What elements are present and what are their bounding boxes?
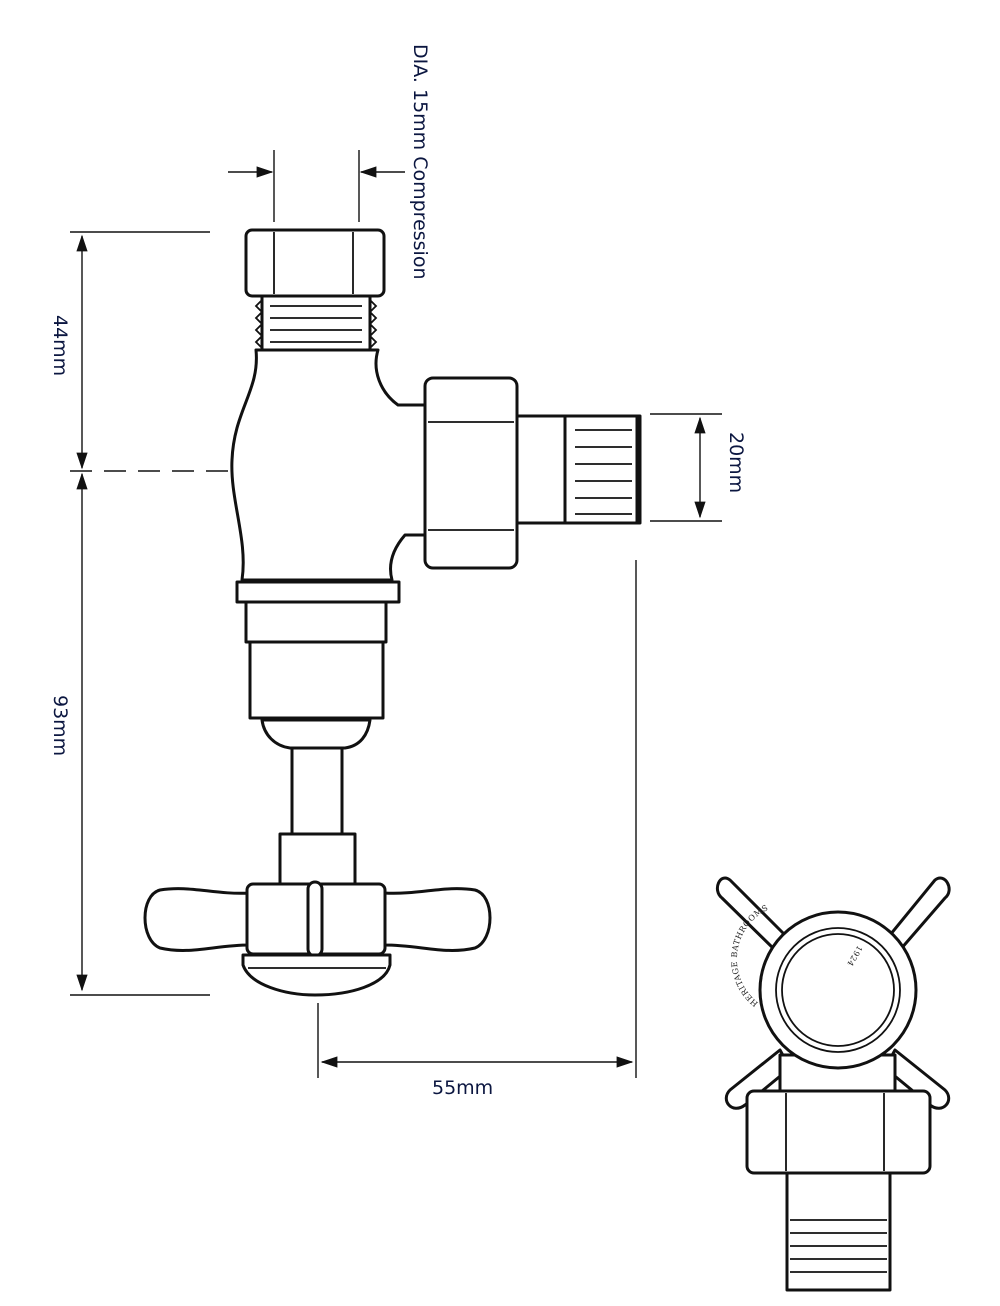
dia-label: DIA. 15mm Compression bbox=[409, 44, 431, 280]
depth-dimension: 55mm bbox=[317, 560, 637, 1099]
outlet-dimension: 20mm bbox=[650, 413, 747, 522]
depth-label: 55mm bbox=[432, 1077, 493, 1099]
outlet-label: 20mm bbox=[725, 432, 747, 493]
dia-dimension: DIA. 15mm Compression bbox=[228, 44, 431, 280]
valve-front-view: HERITAGE BATHROOMS 1924 bbox=[712, 876, 951, 1292]
valve-side-view bbox=[143, 228, 642, 997]
height-top-label: 44mm bbox=[49, 315, 71, 376]
height-bottom-label: 93mm bbox=[49, 695, 71, 756]
